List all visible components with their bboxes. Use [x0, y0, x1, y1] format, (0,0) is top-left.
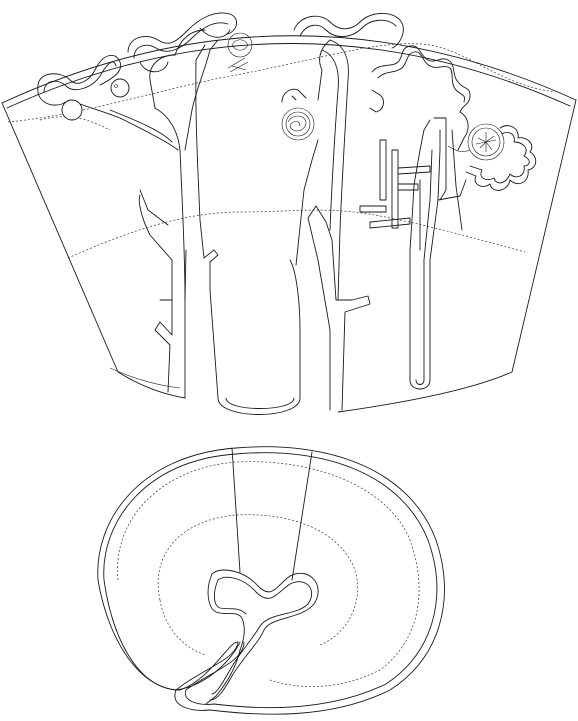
renal-capsule-outer [2, 36, 576, 103]
kidney-cross-section [98, 447, 445, 714]
renal-pelvis-inner [212, 577, 312, 694]
cortex-boundary-line [8, 44, 555, 122]
wedge-left-edge [2, 103, 185, 398]
ureter [206, 650, 240, 704]
medulla-inner-boundary [158, 515, 358, 645]
wedge-right-edge [338, 100, 576, 412]
magnified-section-line-left [232, 448, 240, 572]
cortex-medulla-boundary [117, 462, 419, 687]
kidney-inner-capsule [185, 453, 437, 708]
renal-pelvis-outer [210, 570, 318, 700]
outer-medulla-boundary-line [68, 210, 525, 258]
magnified-section-line-right [292, 452, 312, 580]
nephron-right [360, 46, 536, 389]
collecting-duct-center [185, 45, 318, 415]
renal-lobe-wedge [2, 13, 576, 415]
collecting-duct-tree-left [38, 13, 252, 398]
cortex-inner-line-left [110, 368, 180, 388]
kidney-outer-capsule [98, 447, 445, 714]
